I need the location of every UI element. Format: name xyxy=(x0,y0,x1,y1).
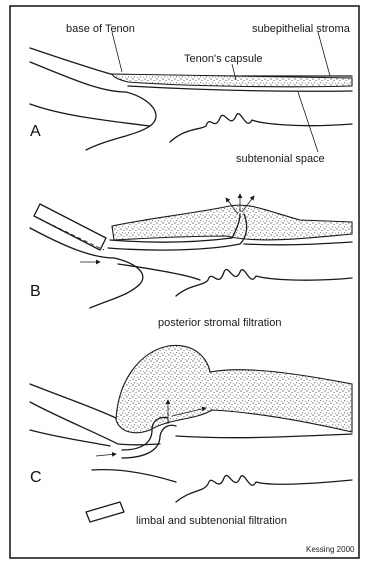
panel-c-conjunctiva-line xyxy=(30,384,116,418)
panel-a-leader-stroma xyxy=(318,32,330,76)
panel-a-cornea-tip xyxy=(86,92,156,150)
panel-a-cornea-lower xyxy=(30,104,150,126)
panel-c-scleral-flap xyxy=(86,502,124,522)
panel-c-sclera-mid xyxy=(30,430,110,446)
panel-b-cornea-tip xyxy=(90,258,143,308)
panel-a-leader-space xyxy=(298,92,318,152)
panel-c-letter: C xyxy=(30,469,42,486)
panel-b-scleral-flap xyxy=(34,204,106,250)
panel-c-caption: limbal and subtenonial filtration xyxy=(136,515,287,527)
panel-c-cornea-line xyxy=(92,470,176,482)
panel-b-ciliary-wave xyxy=(176,269,352,296)
panel-b-bleb-band xyxy=(112,205,352,240)
panel-a-leader-base xyxy=(112,32,122,72)
panel-c-bleb xyxy=(116,345,352,432)
panel-c-inflow-arrow xyxy=(96,454,116,456)
panel-b-cornea-upper xyxy=(30,228,114,258)
panel-c-sclera-line xyxy=(176,434,352,438)
label-subtenonial-space: subtenonial space xyxy=(236,153,325,165)
panel-c-ciliary-wave xyxy=(176,475,352,502)
panel-b xyxy=(30,194,352,308)
credit-text: Kessing 2000 xyxy=(306,545,355,554)
label-tenons-capsule: Tenon's capsule xyxy=(184,53,263,65)
panel-b-iris-line xyxy=(118,264,200,280)
panel-b-caption: posterior stromal filtration xyxy=(158,317,282,329)
label-subepithelial-stroma: subepithelial stroma xyxy=(252,23,351,35)
panel-b-letter: B xyxy=(30,283,41,300)
panel-c xyxy=(30,345,352,522)
panel-a-ciliary-wave xyxy=(170,114,352,142)
panel-a-letter: A xyxy=(30,123,41,140)
label-base-of-tenon: base of Tenon xyxy=(66,23,135,35)
panel-a-cornea-upper xyxy=(30,62,126,92)
panel-b-sclera-line xyxy=(244,242,352,245)
panel-b-flap-dashed xyxy=(46,222,104,250)
panel-a xyxy=(30,32,352,152)
